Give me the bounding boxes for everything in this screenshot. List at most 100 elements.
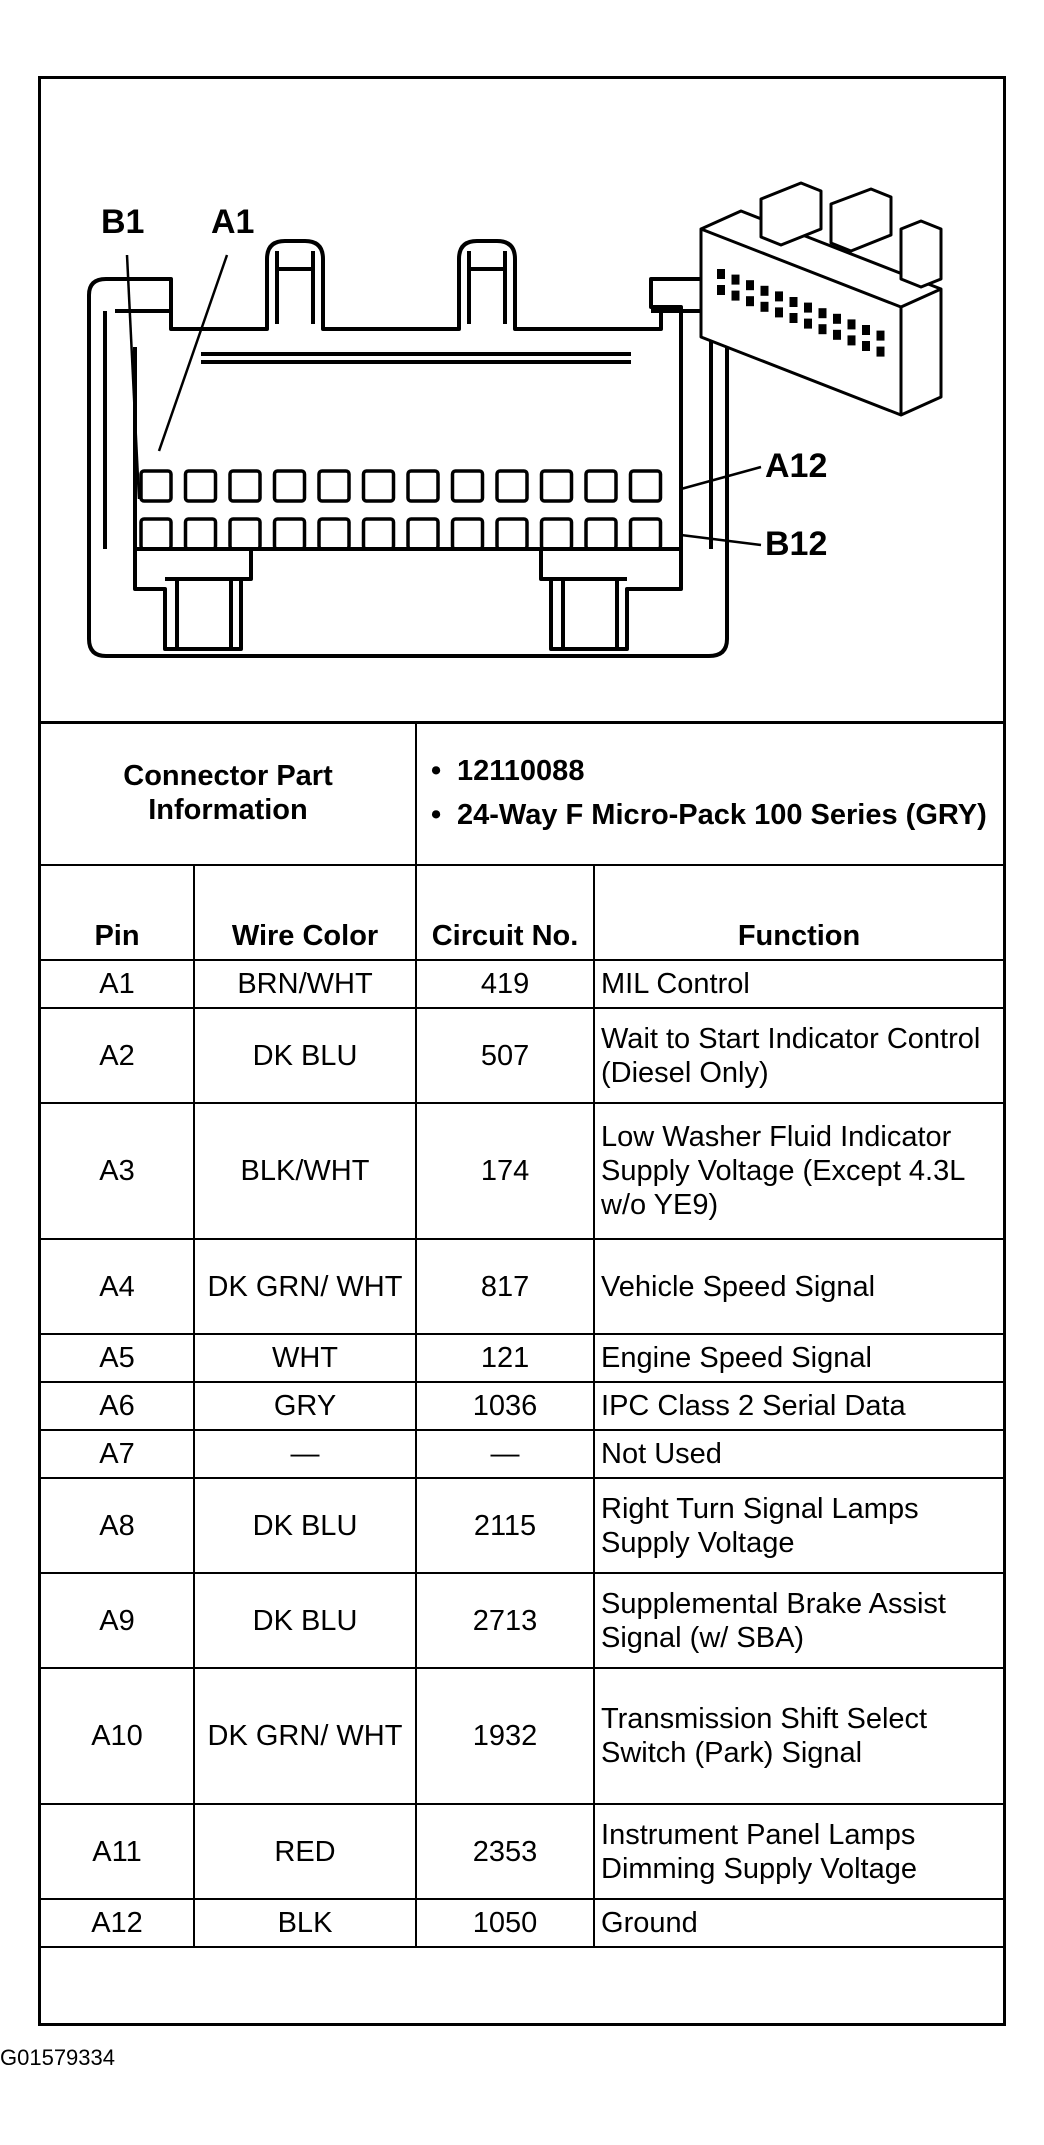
label-b1: B1 xyxy=(101,203,145,241)
wire-color-cell: BLK xyxy=(192,1898,418,1948)
circuit-cell: 2353 xyxy=(415,1803,596,1900)
header-function: Function xyxy=(593,864,1004,961)
cavity xyxy=(272,517,307,551)
pin-cell: A6 xyxy=(41,1381,195,1431)
header-wire-color: Wire Color xyxy=(192,864,418,961)
function-cell: Wait to Start Indicator Control (Diesel … xyxy=(593,1007,1004,1104)
circuit-cell: 174 xyxy=(415,1102,596,1240)
function-cell: Right Turn Signal Lamps Supply Voltage xyxy=(593,1477,1004,1574)
function-cell: Low Washer Fluid Indicator Supply Voltag… xyxy=(593,1102,1004,1240)
cavity xyxy=(495,517,529,551)
iso-cavity xyxy=(731,274,740,285)
housing-inner xyxy=(103,309,713,549)
circuit-cell: 817 xyxy=(415,1238,596,1335)
pin-cell: A9 xyxy=(41,1572,195,1669)
part-number: 12110088 xyxy=(431,754,989,788)
wire-color-cell: DK BLU xyxy=(192,1572,418,1669)
wire-color-cell: DK GRN/ WHT xyxy=(192,1238,418,1335)
pin-cell: A11 xyxy=(41,1803,195,1900)
iso-cavity xyxy=(862,325,870,335)
housing-outline xyxy=(87,239,729,658)
bottom-key-left-inner xyxy=(165,577,241,649)
function-cell: Not Used xyxy=(593,1429,1004,1479)
circuit-cell: 2115 xyxy=(415,1477,596,1574)
iso-cavity xyxy=(818,308,827,319)
leader-a1 xyxy=(157,254,229,452)
iso-cavity xyxy=(775,291,783,302)
cavity xyxy=(406,517,440,551)
iso-cavity xyxy=(760,301,769,312)
cavity xyxy=(361,517,396,551)
connector-sheet: B1 A1 A12 B12 Connector Part Information… xyxy=(38,76,1006,2026)
iso-cavity xyxy=(847,335,856,346)
iso-cavity xyxy=(804,302,812,313)
pinout-table: Connector Part Information 12110088 24-W… xyxy=(41,721,1004,1948)
iso-cavity xyxy=(833,329,841,340)
cavity xyxy=(584,469,618,503)
pin-cell: A3 xyxy=(41,1102,195,1240)
bottom-key-right xyxy=(539,549,683,651)
leader-b12 xyxy=(680,533,762,547)
iso-cavity xyxy=(818,324,827,335)
figure-code: G01579334 xyxy=(0,2045,115,2070)
iso-cavity xyxy=(876,330,885,341)
leader-b1 xyxy=(125,254,141,500)
cavity xyxy=(228,517,262,551)
pin-cell: A1 xyxy=(41,959,195,1009)
cavity xyxy=(317,469,351,503)
circuit-cell: 419 xyxy=(415,959,596,1009)
iso-cavity xyxy=(862,341,870,351)
cavity xyxy=(539,469,574,503)
latch-right xyxy=(467,251,507,324)
connector-description: 24-Way F Micro-Pack 100 Series (GRY) xyxy=(431,798,989,832)
cavity xyxy=(584,517,618,551)
wire-color-cell: DK BLU xyxy=(192,1007,418,1104)
header-circuit: Circuit No. xyxy=(415,864,596,961)
wire-color-cell: — xyxy=(192,1429,418,1479)
iso-cavity xyxy=(717,285,725,295)
circuit-cell: 2713 xyxy=(415,1572,596,1669)
connector-info-list: 12110088 24-Way F Micro-Pack 100 Series … xyxy=(415,721,1004,866)
wire-color-cell: GRY xyxy=(192,1381,418,1431)
pin-cell: A12 xyxy=(41,1898,195,1948)
pin-cell: A2 xyxy=(41,1007,195,1104)
iso-cavity xyxy=(789,297,798,307)
wire-color-cell: DK BLU xyxy=(192,1477,418,1574)
cavity xyxy=(450,517,485,551)
header-pin: Pin xyxy=(41,864,195,961)
cavity xyxy=(495,469,529,503)
leader-a12 xyxy=(680,465,762,491)
connector-info-label: Connector Part Information xyxy=(41,721,418,866)
iso-cavity xyxy=(833,313,841,324)
wire-color-cell: WHT xyxy=(192,1333,418,1383)
wire-color-cell: DK GRN/ WHT xyxy=(192,1667,418,1805)
iso-cavity xyxy=(760,285,769,296)
circuit-cell: 1050 xyxy=(415,1898,596,1948)
cavity xyxy=(539,517,574,551)
pin-cell: A4 xyxy=(41,1238,195,1335)
bottom-key-right-inner xyxy=(551,577,627,649)
function-cell: IPC Class 2 Serial Data xyxy=(593,1381,1004,1431)
header-row: Pin Wire Color Circuit No. Function xyxy=(41,864,1004,961)
wire-color-cell: BRN/WHT xyxy=(192,959,418,1009)
iso-cavity xyxy=(731,290,740,301)
circuit-cell: 507 xyxy=(415,1007,596,1104)
top-ridge xyxy=(201,352,631,364)
pin-cell: A10 xyxy=(41,1667,195,1805)
cavity xyxy=(317,517,351,551)
function-cell: MIL Control xyxy=(593,959,1004,1009)
cavity xyxy=(139,469,173,503)
cavity xyxy=(628,469,663,503)
latch-left xyxy=(275,251,315,324)
function-cell: Instrument Panel Lamps Dimming Supply Vo… xyxy=(593,1803,1004,1900)
iso-cavity xyxy=(804,318,812,329)
iso-cavity xyxy=(746,280,754,291)
cavity xyxy=(183,517,218,551)
